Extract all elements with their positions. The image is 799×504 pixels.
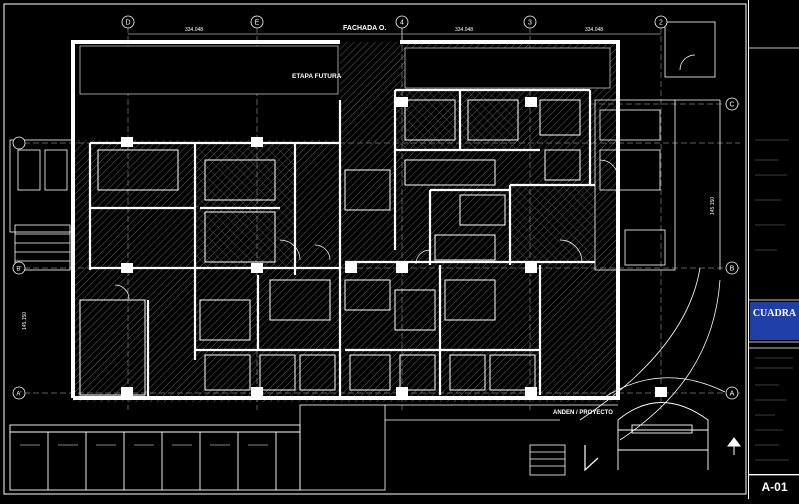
floor-plan: 334.048 334.048 334.048 145.150 145.150 … [3, 3, 747, 495]
column-marker-3: 3 [528, 20, 532, 27]
entry-arrow-icon [584, 445, 599, 472]
facade-label: FACHADA O. [343, 25, 386, 32]
dimension-right: 145.150 [710, 197, 716, 215]
exterior-walls [71, 40, 620, 400]
stage-label: ETAPA FUTURA [292, 73, 342, 80]
row-marker-b-left: B' [16, 267, 21, 273]
partitions [79, 99, 581, 396]
row-marker-c: C [729, 102, 734, 109]
structural-columns [121, 97, 667, 397]
future-area-north [404, 47, 611, 89]
column-marker-4: 4 [400, 20, 404, 27]
sheet-border [3, 3, 747, 495]
dimension-left: 145.150 [22, 312, 28, 330]
entrance-canopy [617, 402, 709, 470]
title-block-lines [749, 47, 799, 476]
bottom-label: ANDEN / PROYECTO [553, 410, 613, 416]
row-marker-a-left: A' [16, 392, 21, 398]
company-logo-text: CUADRA [752, 308, 797, 319]
company-logo: CUADRA [750, 302, 799, 340]
rooms-hatch-east [510, 185, 595, 265]
sheet-number: A-01 [749, 474, 799, 499]
column-markers [121, 15, 668, 29]
row-markers [12, 97, 739, 400]
left-annex [9, 139, 73, 271]
loading-dock [299, 404, 618, 491]
row-marker-a: A [730, 391, 735, 398]
dimension-d2: 334.048 [455, 27, 473, 33]
column-marker-2: 2 [659, 20, 663, 27]
parking-stalls [9, 424, 301, 491]
title-block: CUADRA A-01 [748, 0, 799, 499]
column-marker-d: D [125, 20, 130, 27]
right-annex [594, 21, 721, 271]
column-marker-e: E [255, 20, 260, 27]
door-swings [114, 159, 619, 300]
dimension-d1: 334.048 [185, 27, 203, 33]
rooms-hatch-north [395, 90, 520, 150]
dimension-d3: 334.048 [585, 27, 603, 33]
row-marker-b: B [730, 266, 735, 273]
interior-walls [88, 88, 595, 398]
north-arrow-icon [727, 437, 741, 455]
top-dimension-lines [128, 18, 661, 40]
future-stage-area [79, 45, 339, 95]
